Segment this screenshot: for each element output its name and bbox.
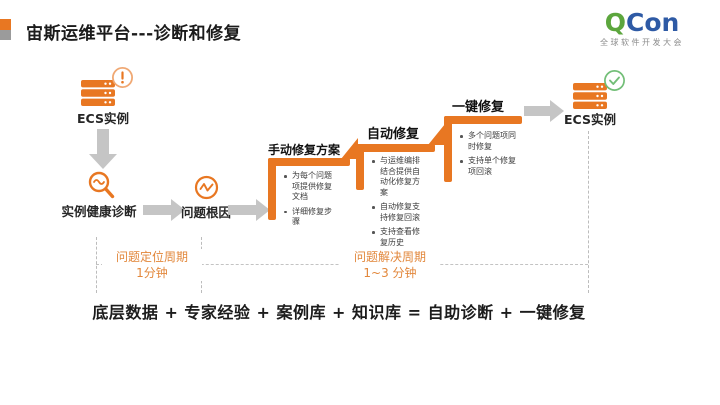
ecs-start-label: ECS实例	[77, 111, 129, 126]
locate-cycle-line2: 1分钟	[136, 266, 168, 280]
magnifier-wave-icon	[88, 171, 115, 199]
right-arrow-2	[228, 199, 270, 221]
server-stack-icon	[81, 80, 115, 106]
bullet-item: 自动修复支持修复回滚	[371, 202, 423, 223]
server-stack-icon	[573, 83, 607, 109]
resolve-cycle-annotation: 问题解决周期 1~3 分钟	[340, 249, 440, 281]
step3-title: 一键修复	[452, 100, 505, 115]
step2-up-triangle	[428, 124, 445, 145]
bullet-item: 支持查看修复历史	[371, 227, 423, 248]
zigzag-circle-icon	[194, 175, 219, 200]
resolve-cycle-line1: 问题解决周期	[353, 250, 426, 264]
step1-bar-horizontal	[268, 158, 350, 166]
page-title: 宙斯运维平台---诊断和修复	[26, 24, 242, 44]
qcon-q: Q	[604, 8, 626, 37]
bullet-item: 与运维编排结合提供自动化修复方案	[371, 156, 423, 198]
qcon-con: Con	[625, 8, 680, 37]
diagnosis-label: 实例健康诊断	[61, 204, 137, 219]
step2-bullets: 与运维编排结合提供自动化修复方案 自动修复支持修复回滚 支持查看修复历史	[371, 156, 423, 252]
right-arrow-3	[524, 100, 564, 122]
locate-cycle-annotation: 问题定位周期 1分钟	[102, 249, 202, 281]
summary-formula: 底层数据 + 专家经验 + 案例库 + 知识库 = 自助诊断 + 一键修复	[92, 303, 586, 322]
check-icon	[604, 70, 625, 91]
title-marker-gray	[0, 30, 11, 40]
warning-icon	[111, 66, 134, 89]
bullet-item: 多个问题项同时修复	[459, 131, 519, 152]
timing-tick-right	[588, 131, 589, 293]
step1-title: 手动修复方案	[267, 143, 340, 157]
step3-bar-vertical	[444, 116, 452, 182]
qcon-logo: QCon 全球软件开发大会	[594, 10, 690, 48]
right-arrow-1	[143, 199, 185, 221]
step2-bar-horizontal	[356, 144, 435, 152]
step2-title: 自动修复	[367, 127, 420, 142]
down-arrow	[89, 129, 117, 169]
qcon-subtitle: 全球软件开发大会	[600, 38, 684, 47]
title-marker-orange	[0, 19, 11, 30]
step1-bar-vertical	[268, 158, 276, 220]
resolve-cycle-line2: 1~3 分钟	[363, 266, 417, 280]
step1-bullets: 为每个问题项提供修复文档 详细修复步骤	[283, 171, 335, 232]
bullet-item: 支持单个修复项回滚	[459, 156, 519, 177]
root-cause-label: 问题根因	[180, 205, 231, 220]
qcon-logo-text: QCon	[594, 10, 690, 36]
ecs-end-label: ECS实例	[564, 112, 616, 127]
locate-cycle-line1: 问题定位周期	[115, 250, 188, 264]
step3-bar-horizontal	[444, 116, 522, 124]
timing-tick-left	[96, 237, 97, 293]
step3-bullets: 多个问题项同时修复 支持单个修复项回滚	[459, 131, 519, 181]
bullet-item: 为每个问题项提供修复文档	[283, 171, 335, 203]
step2-bar-vertical	[356, 144, 364, 190]
bullet-item: 详细修复步骤	[283, 207, 335, 228]
